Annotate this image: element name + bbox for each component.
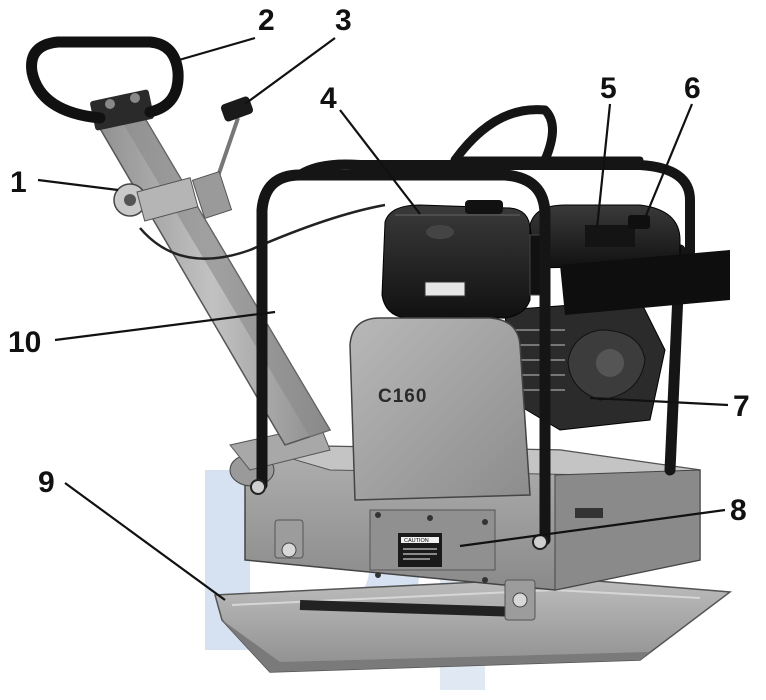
leader-line-5 [595,103,612,229]
belt-guard: C160 [349,317,531,501]
frame-bolts [250,479,548,550]
caution-label: CAUTION [404,538,429,544]
leader-line-7 [589,396,729,407]
leader-line-10 [54,310,276,342]
callout-5: 5 [600,72,617,105]
callout-2: 2 [258,4,275,37]
callout-6: 6 [684,72,701,105]
callout-10: 10 [8,326,41,359]
engine [381,200,730,431]
leader-line-9 [64,482,226,601]
model-label: C160 [378,386,427,407]
callout-3: 3 [335,4,352,37]
callout-9: 9 [38,466,55,499]
control-lever [191,96,254,219]
base-plate [214,577,733,673]
leader-line-8 [459,508,726,548]
callout-8: 8 [730,494,747,527]
callout-4: 4 [320,82,337,115]
front-frame [256,169,551,546]
callout-numbers: 1 2 3 4 5 6 7 8 9 10 [8,4,750,527]
throttle-control [113,177,386,260]
leader-lines [37,36,729,601]
leader-line-4 [339,109,421,215]
leader-line-6 [643,103,694,219]
callout-1: 1 [10,166,27,199]
callout-7: 7 [733,390,750,423]
leader-line-3 [244,37,336,105]
leader-line-1 [37,178,119,192]
hand-grip [26,36,184,124]
operator-handle [90,89,332,446]
leader-line-2 [171,36,256,64]
